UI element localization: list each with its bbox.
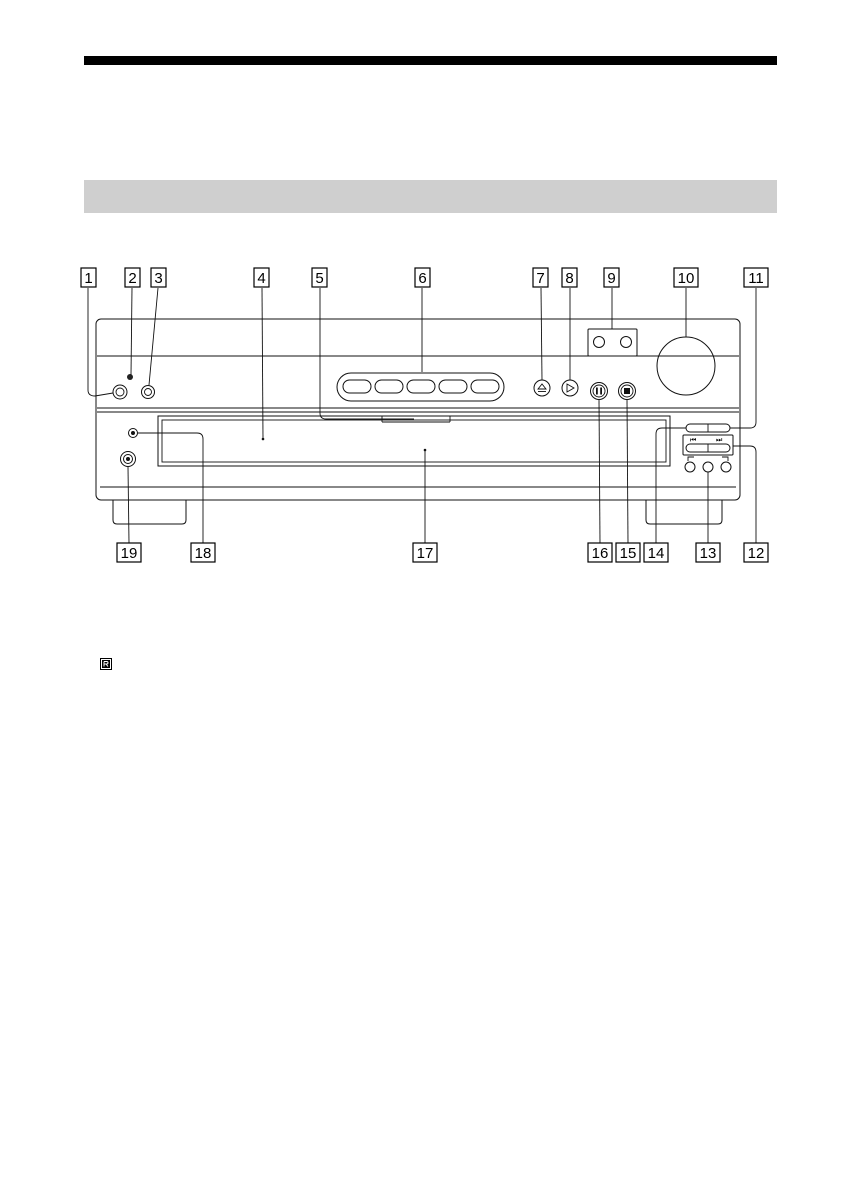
callout-10: 10 xyxy=(674,268,698,287)
callout-4: 4 xyxy=(254,268,269,287)
disc-button-1[interactable] xyxy=(343,380,371,393)
svg-text:8: 8 xyxy=(565,270,573,287)
stop-button[interactable] xyxy=(619,383,636,400)
device-body xyxy=(96,319,740,524)
display-point xyxy=(262,438,265,441)
callout-11: 11 xyxy=(744,268,768,287)
mode-buttons-row xyxy=(685,457,731,472)
disc-button-2[interactable] xyxy=(375,380,403,393)
callout-3: 3 xyxy=(151,268,166,287)
svg-text:15: 15 xyxy=(620,545,637,562)
callout-2: 2 xyxy=(125,268,140,287)
callout-6: 6 xyxy=(415,268,430,287)
callout-7: 7 xyxy=(533,268,548,287)
svg-text:10: 10 xyxy=(678,270,695,287)
callout-15: 15 xyxy=(616,543,640,562)
pause-button[interactable] xyxy=(591,383,608,400)
svg-text:16: 16 xyxy=(592,545,609,562)
disc-button-5[interactable] xyxy=(471,380,499,393)
skip-buttons[interactable]: ⏮ ⏭ xyxy=(683,435,733,455)
standby-indicator xyxy=(127,374,133,380)
mode-button-1[interactable] xyxy=(685,462,695,472)
callout-9: 9 xyxy=(604,268,619,287)
remote-sensor-icon xyxy=(100,658,112,670)
callout-19: 19 xyxy=(117,543,141,562)
svg-text:19: 19 xyxy=(121,545,138,562)
headphone-jack[interactable] xyxy=(121,452,136,467)
mode-button-3[interactable] xyxy=(721,462,731,472)
svg-text:6: 6 xyxy=(418,270,426,287)
svg-text:3: 3 xyxy=(154,270,162,287)
svg-text:12: 12 xyxy=(748,545,765,562)
svg-text:1: 1 xyxy=(84,270,92,287)
svg-text:4: 4 xyxy=(257,270,265,287)
callout-8: 8 xyxy=(562,268,577,287)
eject-button[interactable] xyxy=(534,380,550,396)
play-button[interactable] xyxy=(562,380,578,396)
callout-18: 18 xyxy=(191,543,215,562)
callout-14: 14 xyxy=(644,543,668,562)
prev-icon: ⏮ xyxy=(690,436,696,444)
callout-13: 13 xyxy=(696,543,720,562)
svg-text:2: 2 xyxy=(128,270,136,287)
display-window-point xyxy=(424,449,427,452)
svg-text:11: 11 xyxy=(748,270,764,287)
callout-5: 5 xyxy=(312,268,327,287)
svg-text:14: 14 xyxy=(648,545,665,562)
power-button[interactable] xyxy=(113,385,127,399)
callout-17: 17 xyxy=(413,543,437,562)
svg-text:7: 7 xyxy=(536,270,544,287)
disc-button-4[interactable] xyxy=(439,380,467,393)
next-icon: ⏭ xyxy=(716,436,723,444)
callout-1: 1 xyxy=(81,268,96,287)
play-mode-buttons xyxy=(588,329,637,356)
svg-text:17: 17 xyxy=(417,545,434,562)
svg-text:5: 5 xyxy=(315,270,323,287)
disc-buttons-group xyxy=(337,373,504,401)
callout-16: 16 xyxy=(588,543,612,562)
remote-sensor xyxy=(129,429,138,438)
mode-button-2[interactable] xyxy=(703,462,713,472)
disc-button-3[interactable] xyxy=(407,380,435,393)
dimmer-button[interactable] xyxy=(142,386,155,399)
callout-12: 12 xyxy=(744,543,768,562)
svg-text:13: 13 xyxy=(700,545,717,562)
play-mode-button-left[interactable] xyxy=(594,337,605,348)
svg-text:18: 18 xyxy=(195,545,212,562)
jog-dial[interactable] xyxy=(657,337,715,395)
svg-text:9: 9 xyxy=(607,270,615,287)
play-mode-button-right[interactable] xyxy=(621,337,632,348)
